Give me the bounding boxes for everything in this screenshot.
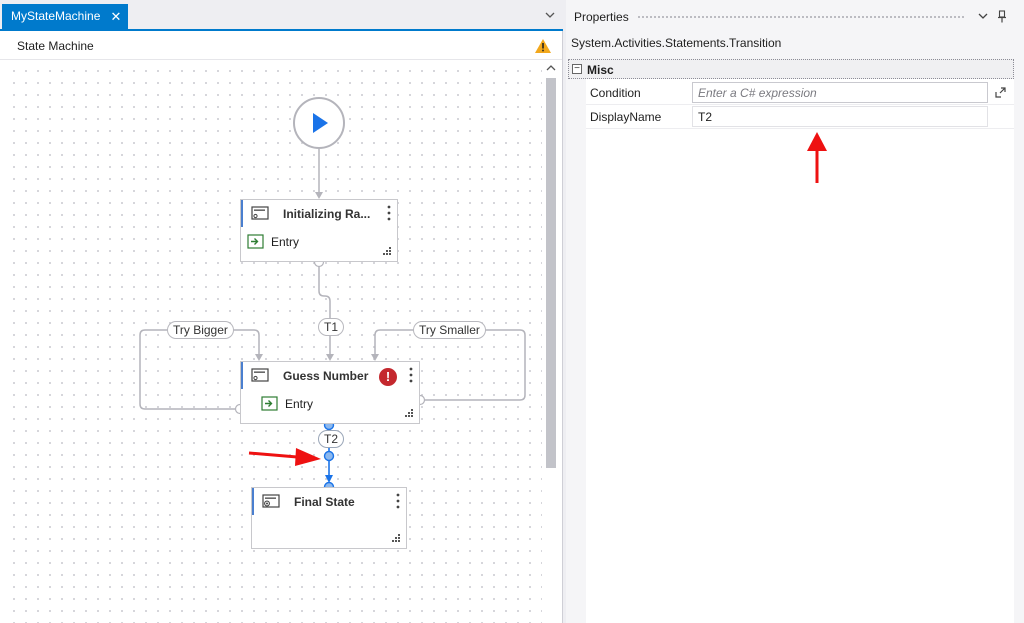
state-header: Initializing Ra... bbox=[241, 200, 397, 227]
property-name: DisplayName bbox=[590, 110, 662, 124]
drag-grip[interactable] bbox=[637, 15, 965, 20]
state-icon bbox=[251, 368, 269, 382]
properties-panel: Properties System.Activities.Statements.… bbox=[566, 0, 1024, 623]
transition-try-bigger[interactable]: Try Bigger bbox=[167, 321, 234, 339]
close-icon[interactable]: ✕ bbox=[110, 9, 122, 24]
property-grid: − Misc Condition Enter a C# expression D… bbox=[568, 59, 1014, 623]
more-options-icon[interactable] bbox=[387, 205, 391, 221]
resize-grip-icon[interactable] bbox=[404, 409, 414, 418]
expand-editor-icon[interactable] bbox=[994, 86, 1007, 99]
transition-t2[interactable]: T2 bbox=[318, 430, 345, 448]
more-options-icon[interactable] bbox=[396, 493, 400, 509]
state-header: Guess Number ! bbox=[241, 362, 419, 389]
state-title: Final State bbox=[294, 495, 355, 509]
breadcrumb-label[interactable]: State Machine bbox=[17, 39, 94, 53]
chevron-down-icon[interactable] bbox=[977, 11, 989, 21]
document-tabstrip: MyStateMachine ✕ bbox=[0, 0, 563, 31]
property-row-displayname: DisplayName T2 bbox=[586, 105, 1014, 129]
displayname-field[interactable]: T2 bbox=[692, 106, 988, 127]
transition-t1[interactable]: T1 bbox=[318, 318, 345, 336]
state-title: Guess Number bbox=[283, 369, 369, 383]
entry-icon bbox=[247, 234, 264, 249]
pin-icon[interactable] bbox=[997, 10, 1007, 23]
state-icon bbox=[251, 206, 269, 220]
category-misc[interactable]: − Misc bbox=[568, 59, 1014, 79]
state-initializing[interactable]: Initializing Ra... Entry bbox=[240, 199, 398, 262]
tab-mystatemachine[interactable]: MyStateMachine ✕ bbox=[2, 4, 128, 29]
properties-title: Properties bbox=[574, 10, 629, 24]
state-guess-number[interactable]: Guess Number ! Entry bbox=[240, 361, 420, 424]
resize-grip-icon[interactable] bbox=[391, 534, 401, 543]
scrollbar-thumb[interactable] bbox=[546, 78, 556, 468]
collapse-icon[interactable]: − bbox=[572, 64, 582, 74]
entry-icon bbox=[261, 396, 278, 411]
entry-label: Entry bbox=[285, 397, 314, 411]
breadcrumb: State Machine bbox=[0, 33, 562, 60]
more-options-icon[interactable] bbox=[409, 367, 413, 383]
error-icon[interactable]: ! bbox=[379, 368, 397, 386]
chevron-up-icon[interactable] bbox=[546, 64, 556, 72]
property-grid-margin bbox=[568, 79, 586, 623]
annotation-arrow bbox=[807, 132, 827, 183]
entry-label: Entry bbox=[271, 235, 300, 249]
property-row-condition: Condition Enter a C# expression bbox=[586, 81, 1014, 105]
chevron-down-icon[interactable] bbox=[544, 9, 556, 21]
resize-grip-icon[interactable] bbox=[382, 247, 392, 256]
play-icon bbox=[313, 113, 328, 133]
warning-icon[interactable] bbox=[534, 38, 552, 54]
state-header: Final State bbox=[252, 488, 406, 515]
start-node[interactable] bbox=[293, 97, 345, 149]
transition-try-smaller[interactable]: Try Smaller bbox=[413, 321, 486, 339]
category-label: Misc bbox=[587, 63, 614, 77]
designer-canvas[interactable]: Initializing Ra... Entry bbox=[4, 61, 542, 623]
state-title: Initializing Ra... bbox=[283, 207, 371, 221]
condition-field[interactable]: Enter a C# expression bbox=[692, 82, 988, 103]
properties-titlebar: Properties bbox=[566, 4, 1016, 29]
property-name: Condition bbox=[590, 86, 641, 100]
designer-scrollbar[interactable] bbox=[543, 61, 559, 623]
state-final[interactable]: Final State bbox=[251, 487, 407, 549]
workflow-designer: MyStateMachine ✕ State Machine bbox=[0, 0, 563, 623]
tab-label: MyStateMachine bbox=[11, 9, 101, 23]
final-state-icon bbox=[262, 494, 280, 508]
selected-object-type: System.Activities.Statements.Transition bbox=[571, 36, 782, 50]
